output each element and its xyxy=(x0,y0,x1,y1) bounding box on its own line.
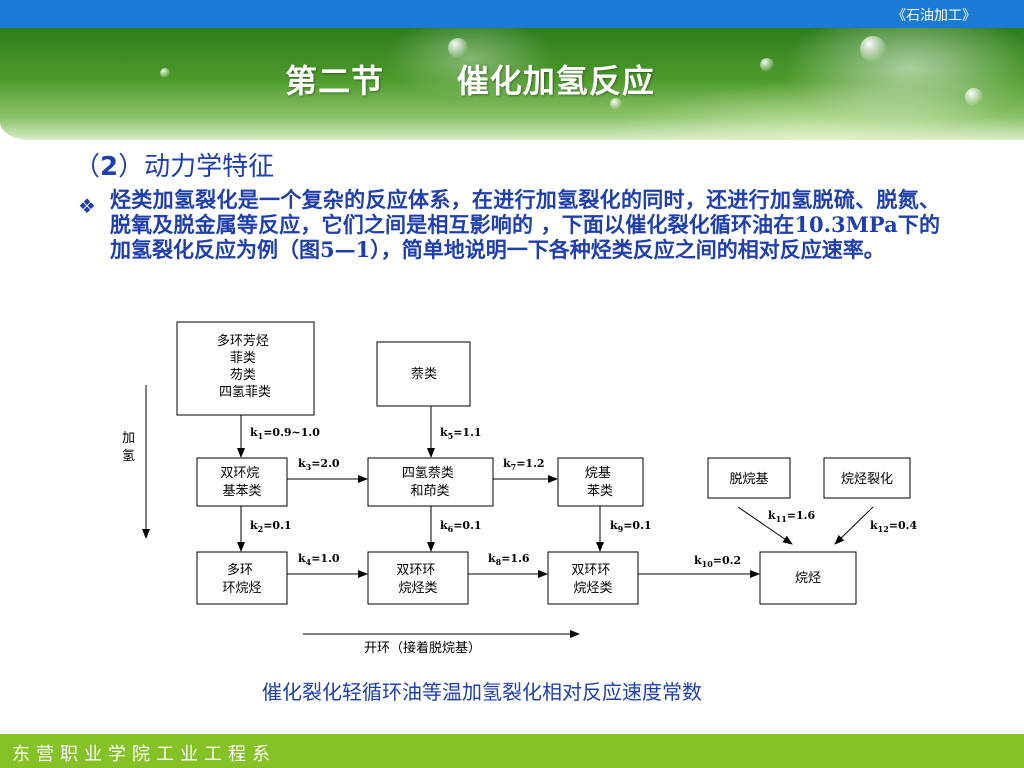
footer-bar: 东营职业学院工业工程系 xyxy=(0,734,1024,768)
rate-k10: k10=0.2 xyxy=(694,554,741,569)
book-title: 《石油加工》 xyxy=(892,8,976,24)
node-naphthalenes xyxy=(376,341,471,407)
label-bicyclic-naphthenes-2: 双环环 烷烃类 xyxy=(571,563,614,596)
label-dealkylation: 脱烷基 xyxy=(729,472,768,487)
rate-k6: k6=0.1 xyxy=(440,519,482,534)
label-alkylbenzenes: 烷基 苯类 xyxy=(585,466,615,499)
node-polycyclic-naphthenes xyxy=(196,551,288,605)
heading-number: 2 xyxy=(100,152,119,182)
section-topic: 催化加氢反应 xyxy=(456,62,655,100)
arrow-k12 xyxy=(834,506,874,545)
page-title: 第二节 催化加氢反应 xyxy=(0,56,940,102)
arrow-k11 xyxy=(737,506,793,545)
label-polycyclic-naphthenes: 多环 环烷烃 xyxy=(222,562,261,596)
water-drop xyxy=(160,68,170,78)
node-alkanes xyxy=(759,551,857,605)
label-naphthalenes: 萘类 xyxy=(411,367,437,382)
label-alkanes: 烷烃 xyxy=(795,571,821,586)
water-drop xyxy=(448,38,468,58)
leaf-banner xyxy=(0,28,1024,140)
rate-k9: k9=0.1 xyxy=(610,519,652,534)
node-bicyclic-naphthenes-2 xyxy=(547,551,639,605)
node-bicyclic-naphthenes-1 xyxy=(367,551,469,605)
water-drop xyxy=(965,88,983,106)
hydrogenation-axis-label-1: 加 xyxy=(122,431,135,446)
node-alkane-cracking xyxy=(823,457,911,499)
water-drop xyxy=(760,58,774,72)
rate-k12: k12=0.4 xyxy=(870,519,917,534)
rate-k3: k3=2.0 xyxy=(298,457,340,472)
label-polycyclic-aromatics: 多环芳烃 菲类 芴类 四氢菲类 xyxy=(217,333,273,400)
section-number: 第二节 xyxy=(285,62,385,100)
rate-k11: k11=1.6 xyxy=(768,509,815,524)
top-bar: 《石油加工》 xyxy=(0,0,1024,28)
water-drop xyxy=(610,98,622,110)
label-alkane-cracking: 烷烃裂化 xyxy=(841,472,893,487)
bullet-paragraph: 烃类加氢裂化是一个复杂的反应体系，在进行加氢裂化的同时，还进行加氢脱硫、脱氮、脱… xyxy=(110,187,940,262)
section-heading: （2）动力学特征 xyxy=(74,146,274,183)
water-drop xyxy=(860,36,886,62)
heading-text: ）动力学特征 xyxy=(118,152,275,182)
rate-k1: k1=0.9~1.0 xyxy=(250,426,320,441)
figure-caption: 催化裂化轻循环油等温加氢裂化相对反应速度常数 xyxy=(262,680,702,704)
node-dealkylation xyxy=(707,457,791,499)
rate-k4: k4=1.0 xyxy=(298,552,340,567)
label-bicyclic-naphthenes-1: 双环环 烷烃类 xyxy=(396,563,439,596)
organization-name: 东营职业学院工业工程系 xyxy=(12,744,276,765)
ring-opening-axis-label: 开环（接着脱烷基） xyxy=(364,640,481,656)
rate-k7: k7=1.2 xyxy=(503,457,545,472)
rate-k5: k5=1.1 xyxy=(440,426,482,441)
label-bicyclic-alkylbenzenes: 双环烷 基苯类 xyxy=(220,466,263,499)
rate-k2: k2=0.1 xyxy=(250,519,292,534)
label-tetrahydronaphthalenes: 四氢萘类 和茚类 xyxy=(402,466,458,499)
heading-prefix: （ xyxy=(74,152,101,182)
diamond-bullet-icon: ❖ xyxy=(78,194,96,218)
node-polycyclic-aromatics xyxy=(176,321,315,416)
rate-k8: k8=1.6 xyxy=(488,552,530,567)
node-bicyclic-alkylbenzenes xyxy=(196,457,288,507)
hydrogenation-axis-label-2: 氢 xyxy=(122,449,135,464)
